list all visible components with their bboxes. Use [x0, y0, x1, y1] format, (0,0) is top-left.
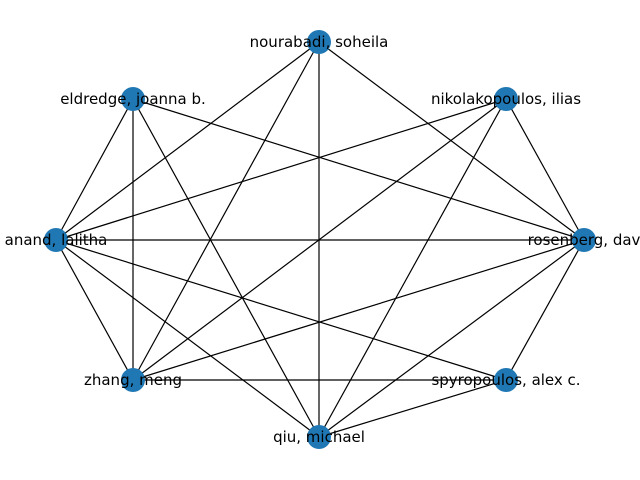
edge-anand-qiu [55, 239, 320, 438]
node-label-rosenberg: rosenberg, dav [528, 231, 640, 249]
edge-nikolakopoulos-rosenberg [505, 98, 585, 241]
node-spyropoulos [494, 368, 518, 392]
node-label-qiu: qiu, michael [273, 428, 365, 446]
edge-nourabadi-zhang [132, 41, 320, 381]
node-layer [44, 30, 596, 449]
edge-eldredge-rosenberg [132, 98, 585, 241]
edge-nikolakopoulos-anand [55, 98, 507, 241]
edge-nourabadi-anand [55, 41, 320, 241]
edge-layer [55, 41, 585, 438]
edge-nourabadi-rosenberg [318, 41, 585, 241]
node-label-nikolakopoulos: nikolakopoulos, ilias [431, 90, 581, 108]
edge-rosenberg-spyropoulos [505, 239, 585, 381]
node-eldredge [121, 87, 145, 111]
label-layer: nourabadi, soheila eldredge, joanna b. nik… [5, 33, 640, 446]
edge-qiu-spyropoulos [318, 379, 507, 438]
node-qiu [307, 425, 331, 449]
node-label-zhang: zhang, meng [84, 371, 182, 389]
edge-anand-spyropoulos [55, 239, 507, 381]
node-label-nourabadi: nourabadi, soheila [250, 33, 389, 51]
edge-rosenberg-qiu [318, 239, 585, 438]
edge-rosenberg-zhang [132, 239, 585, 381]
node-nikolakopoulos [494, 87, 518, 111]
edge-nikolakopoulos-qiu [318, 98, 507, 438]
node-rosenberg [572, 228, 596, 252]
node-zhang [121, 368, 145, 392]
edge-eldredge-qiu [132, 98, 320, 438]
node-label-spyropoulos: spyropoulos, alex c. [431, 371, 580, 389]
node-label-eldredge: eldredge, joanna b. [60, 90, 206, 108]
node-label-anand: anand, lalitha [5, 231, 108, 249]
edge-anand-zhang [55, 239, 134, 381]
edge-eldredge-anand [55, 98, 134, 241]
node-anand [44, 228, 68, 252]
node-nourabadi [307, 30, 331, 54]
